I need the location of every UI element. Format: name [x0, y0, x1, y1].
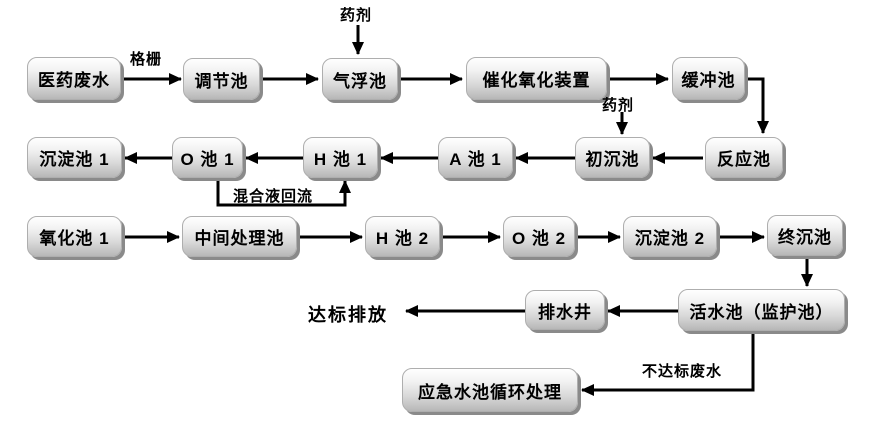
node-monitoring-tank: 活水池（监护池） [678, 289, 845, 331]
arrow-buffer-to-reaction [745, 77, 769, 134]
node-adjusting-tank: 调节池 [183, 58, 260, 100]
label-mixed-liquor-return: 混合液回流 [233, 188, 314, 205]
node-a-tank-1: A 池 1 [438, 137, 513, 178]
node-h-tank-1: H 池 1 [303, 137, 378, 178]
node-sedimentation-tank-2: 沉淀池 2 [623, 216, 717, 257]
node-buffer-tank: 缓冲池 [672, 57, 745, 100]
node-reaction-tank: 反应池 [705, 137, 783, 178]
arrow-mixed-liquor-return [216, 178, 351, 207]
label-grille: 格栅 [130, 51, 163, 68]
node-o-tank-2: O 池 2 [503, 216, 575, 257]
label-standard-discharge: 达标排放 [308, 305, 388, 325]
node-air-flotation-tank: 气浮池 [322, 58, 398, 100]
node-emergency-tank: 应急水池循环处理 [402, 368, 578, 412]
node-final-sedimentation-tank: 终沉池 [767, 215, 843, 256]
arrow-monitoring-to-emergency [581, 331, 755, 396]
node-h-tank-2: H 池 2 [365, 216, 440, 257]
node-o-tank-1: O 池 1 [172, 137, 243, 178]
node-oxidation-tank-1: 氧化池 1 [27, 216, 122, 257]
node-sedimentation-tank-1: 沉淀池 1 [27, 137, 122, 178]
label-agent-mid: 药剂 [602, 97, 635, 114]
label-substandard-wastewater: 不达标废水 [642, 363, 723, 380]
label-agent-top: 药剂 [340, 7, 373, 24]
node-intermediate-treatment-tank: 中间处理池 [182, 216, 297, 257]
node-catalytic-oxidation-unit: 催化氧化装置 [466, 57, 607, 100]
node-primary-sedimentation-tank: 初沉池 [575, 137, 650, 178]
node-drainage-well: 排水井 [525, 290, 605, 330]
node-medical-wastewater: 医药废水 [27, 57, 121, 100]
